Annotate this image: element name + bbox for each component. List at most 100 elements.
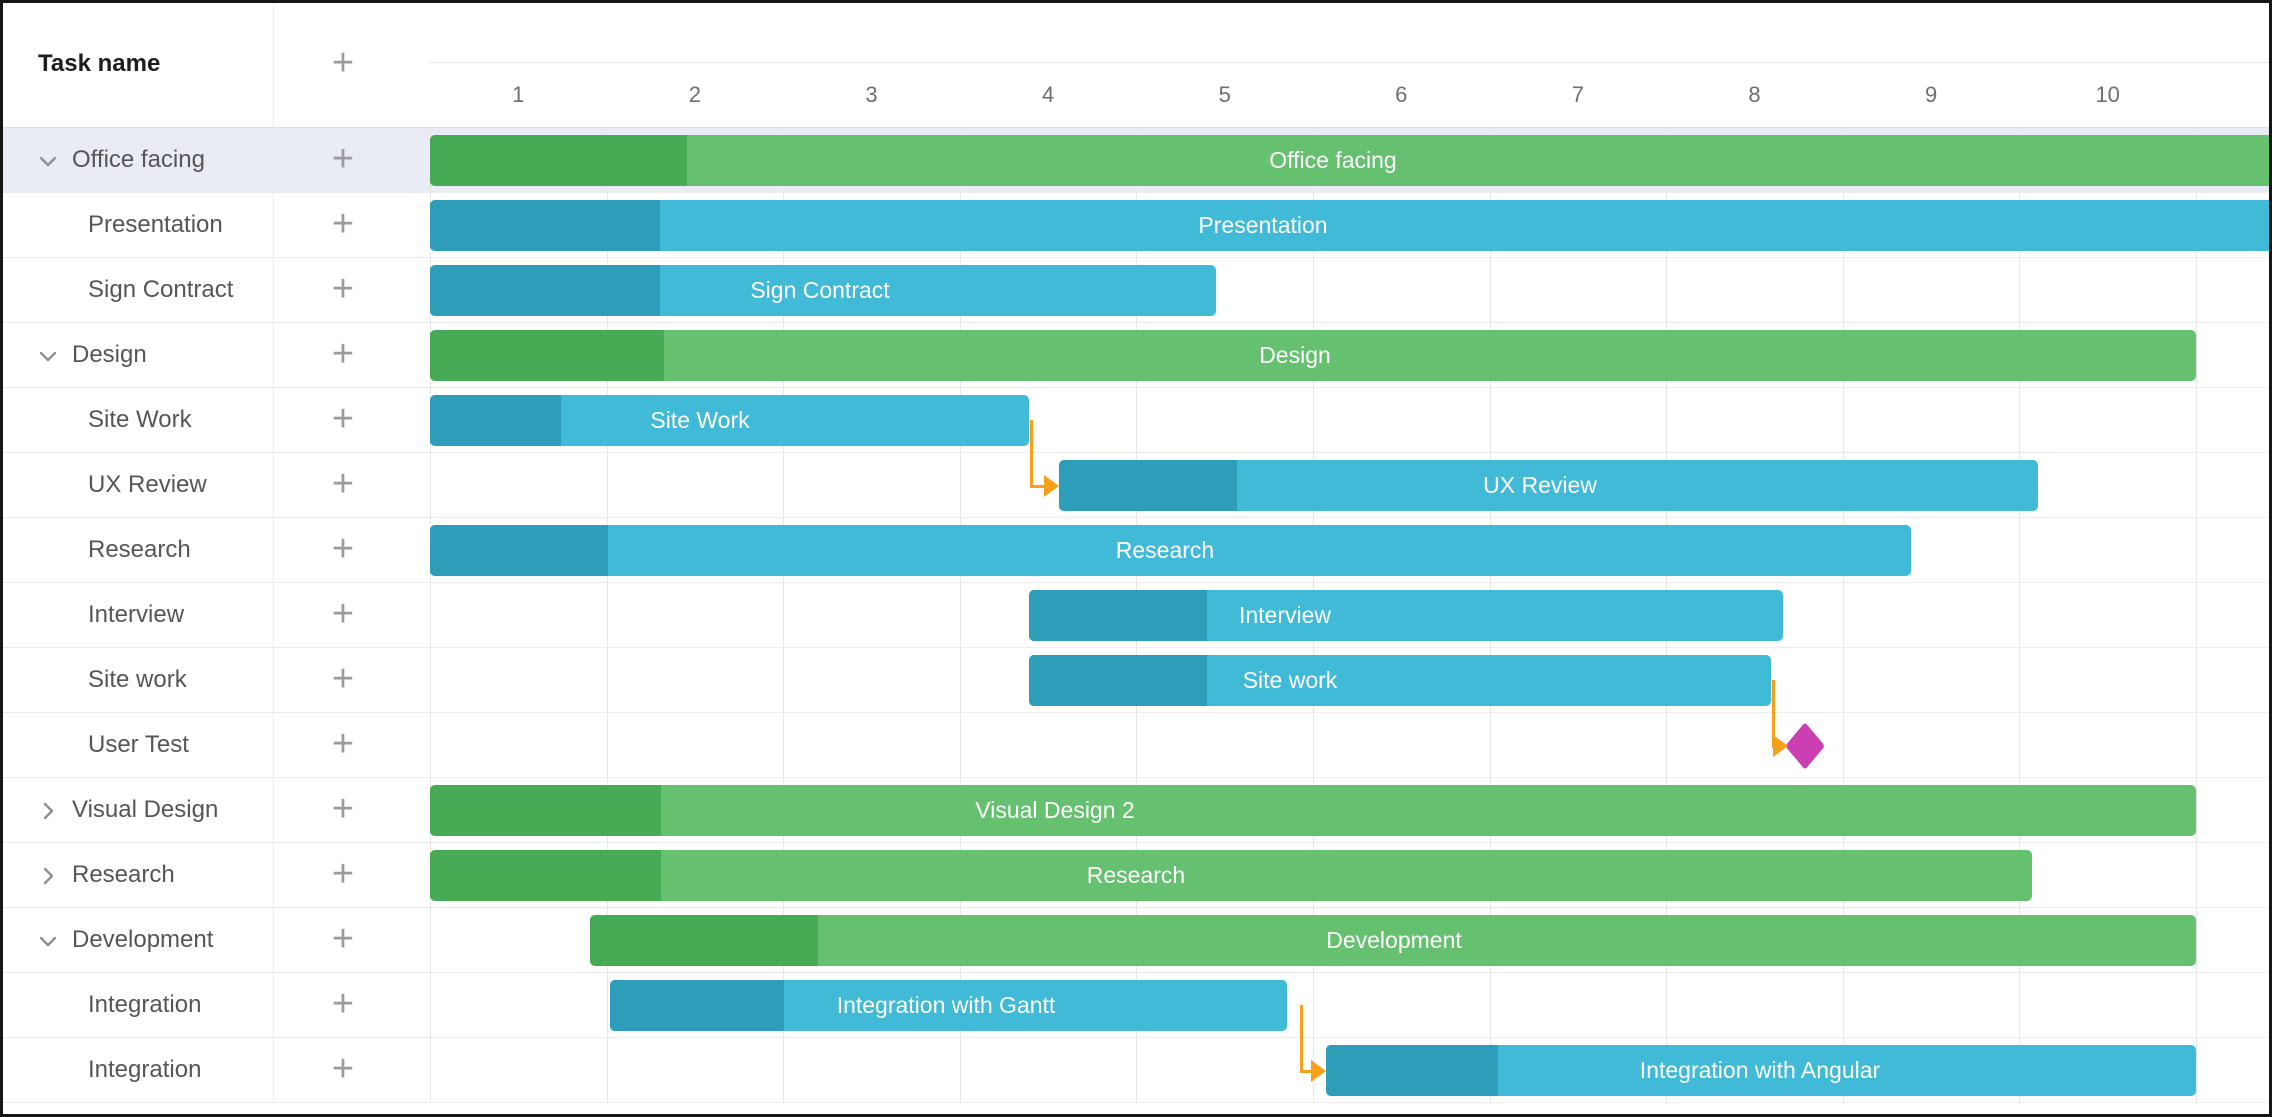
bar-label: Research (1115, 537, 1215, 563)
bar-label: Presentation (1198, 212, 1328, 238)
add-subtask-button[interactable]: + (331, 463, 355, 505)
add-subtask-button[interactable]: + (331, 333, 355, 375)
bar-label: Sign Contract (750, 277, 890, 303)
grid-row-presentation[interactable]: Presentation + (0, 193, 430, 258)
chevron-right-icon[interactable] (36, 864, 60, 888)
scale-tick-label: 1 (512, 82, 525, 107)
scale-tick-label: 3 (865, 82, 878, 107)
task-bar[interactable]: Presentation (430, 200, 2272, 251)
add-subtask-button[interactable]: + (331, 918, 355, 960)
add-subtask-button[interactable]: + (331, 853, 355, 895)
add-subtask-button[interactable]: + (331, 658, 355, 700)
add-subtask-button[interactable]: + (331, 1048, 355, 1090)
chevron-down-icon[interactable] (36, 929, 60, 953)
scale-tick-label: 7 (1571, 82, 1585, 107)
grid-column-divider (273, 0, 274, 1103)
bar-label: Integration with Gantt (836, 992, 1056, 1018)
link-line (1030, 484, 1046, 488)
project-bar[interactable]: Development (590, 915, 2196, 966)
scale-tick-label: 10 (2095, 82, 2120, 107)
grid-row-research[interactable]: Research + (0, 518, 430, 583)
bar-label: Research (1086, 862, 1186, 888)
task-name-label: Site Work (88, 406, 192, 433)
timeline-row (430, 258, 2272, 323)
task-progress-fill (430, 265, 660, 316)
task-bar[interactable]: Site work (1029, 655, 1771, 706)
task-bar[interactable]: Site Work (430, 395, 1029, 446)
grid-row-ux-review[interactable]: UX Review + (0, 453, 430, 518)
task-progress-fill (1326, 1045, 1498, 1096)
grid-row-user-test[interactable]: User Test + (0, 713, 430, 778)
add-subtask-button[interactable]: + (331, 788, 355, 830)
task-progress-fill (430, 135, 687, 186)
task-bar[interactable]: UX Review (1059, 460, 2038, 511)
task-name-label: Presentation (88, 211, 223, 238)
bar-label: Site work (1242, 667, 1338, 693)
grid-row-visual-design[interactable]: Visual Design+ (0, 778, 430, 843)
task-name-label: Sign Contract (88, 276, 234, 303)
timeline-row (430, 323, 2272, 388)
link-arrow-icon (1044, 474, 1059, 497)
task-bar[interactable]: Integration with Angular (1326, 1045, 2196, 1096)
grid-row-sign-contract[interactable]: Sign Contract + (0, 258, 430, 323)
add-subtask-button[interactable]: + (331, 398, 355, 440)
project-bar[interactable]: Research (430, 850, 2032, 901)
task-name-label: Research (88, 536, 191, 563)
add-subtask-button[interactable]: + (331, 528, 355, 570)
task-progress-fill (430, 525, 608, 576)
grid-header: Task name + (0, 0, 430, 128)
link-line (1300, 1069, 1313, 1073)
grid-row-development[interactable]: Development+ (0, 908, 430, 973)
project-bar[interactable]: Visual Design 2 (430, 785, 2196, 836)
timeline-row (430, 388, 2272, 453)
timeline-row (430, 453, 2272, 518)
bar-label: Interview (1238, 602, 1332, 628)
add-subtask-button[interactable]: + (331, 983, 355, 1025)
grid-row-integration[interactable]: Integration+ (0, 1038, 430, 1103)
timeline-row (430, 518, 2272, 583)
add-task-header-button[interactable]: + (331, 42, 355, 84)
timeline-row (430, 843, 2272, 908)
task-bar[interactable]: Integration with Gantt (610, 980, 1287, 1031)
timeline-row (430, 648, 2272, 713)
project-bar[interactable]: Office facing (430, 135, 2272, 186)
grid-row-site-work[interactable]: Site Work + (0, 388, 430, 453)
task-name-label: User Test (88, 731, 189, 758)
chevron-right-icon[interactable] (36, 799, 60, 823)
bar-label: Development (1326, 927, 1462, 953)
grid-row-office-facing[interactable]: Office facing+ (0, 128, 430, 193)
day-gridline (2019, 0, 2021, 1117)
project-bar[interactable]: Design (430, 330, 2196, 381)
grid-row-site-work[interactable]: Site work+ (0, 648, 430, 713)
bar-label: Integration with Angular (1639, 1057, 1881, 1083)
scale-tick-label: 4 (1041, 82, 1055, 107)
grid-row-research[interactable]: Research + (0, 843, 430, 908)
task-bar[interactable]: Sign Contract (430, 265, 1216, 316)
chevron-down-icon[interactable] (36, 344, 60, 368)
grid-row-design[interactable]: Design + (0, 323, 430, 388)
bar-label: UX Review (1483, 472, 1597, 498)
link-line (1030, 419, 1033, 487)
add-subtask-button[interactable]: + (331, 593, 355, 635)
chevron-down-icon[interactable] (36, 149, 60, 173)
add-subtask-button[interactable]: + (331, 203, 355, 245)
task-name-label: Design (72, 341, 147, 368)
task-bar[interactable]: Research (430, 525, 1911, 576)
task-name-label: Interview (88, 601, 185, 628)
grid-row-interview[interactable]: Interview + (0, 583, 430, 648)
task-bar[interactable]: Interview (1029, 590, 1783, 641)
add-subtask-button[interactable]: + (331, 268, 355, 310)
add-subtask-button[interactable]: + (331, 723, 355, 765)
scale-tick-label: 9 (1924, 82, 1938, 107)
add-subtask-button[interactable]: + (331, 138, 355, 180)
task-name-label: Research (72, 861, 175, 888)
timeline-row (430, 908, 2272, 973)
timeline-row (430, 193, 2272, 258)
task-name-label: UX Review (88, 471, 207, 498)
grid-row-integration[interactable]: Integration+ (0, 973, 430, 1038)
task-progress-fill (1029, 590, 1207, 641)
